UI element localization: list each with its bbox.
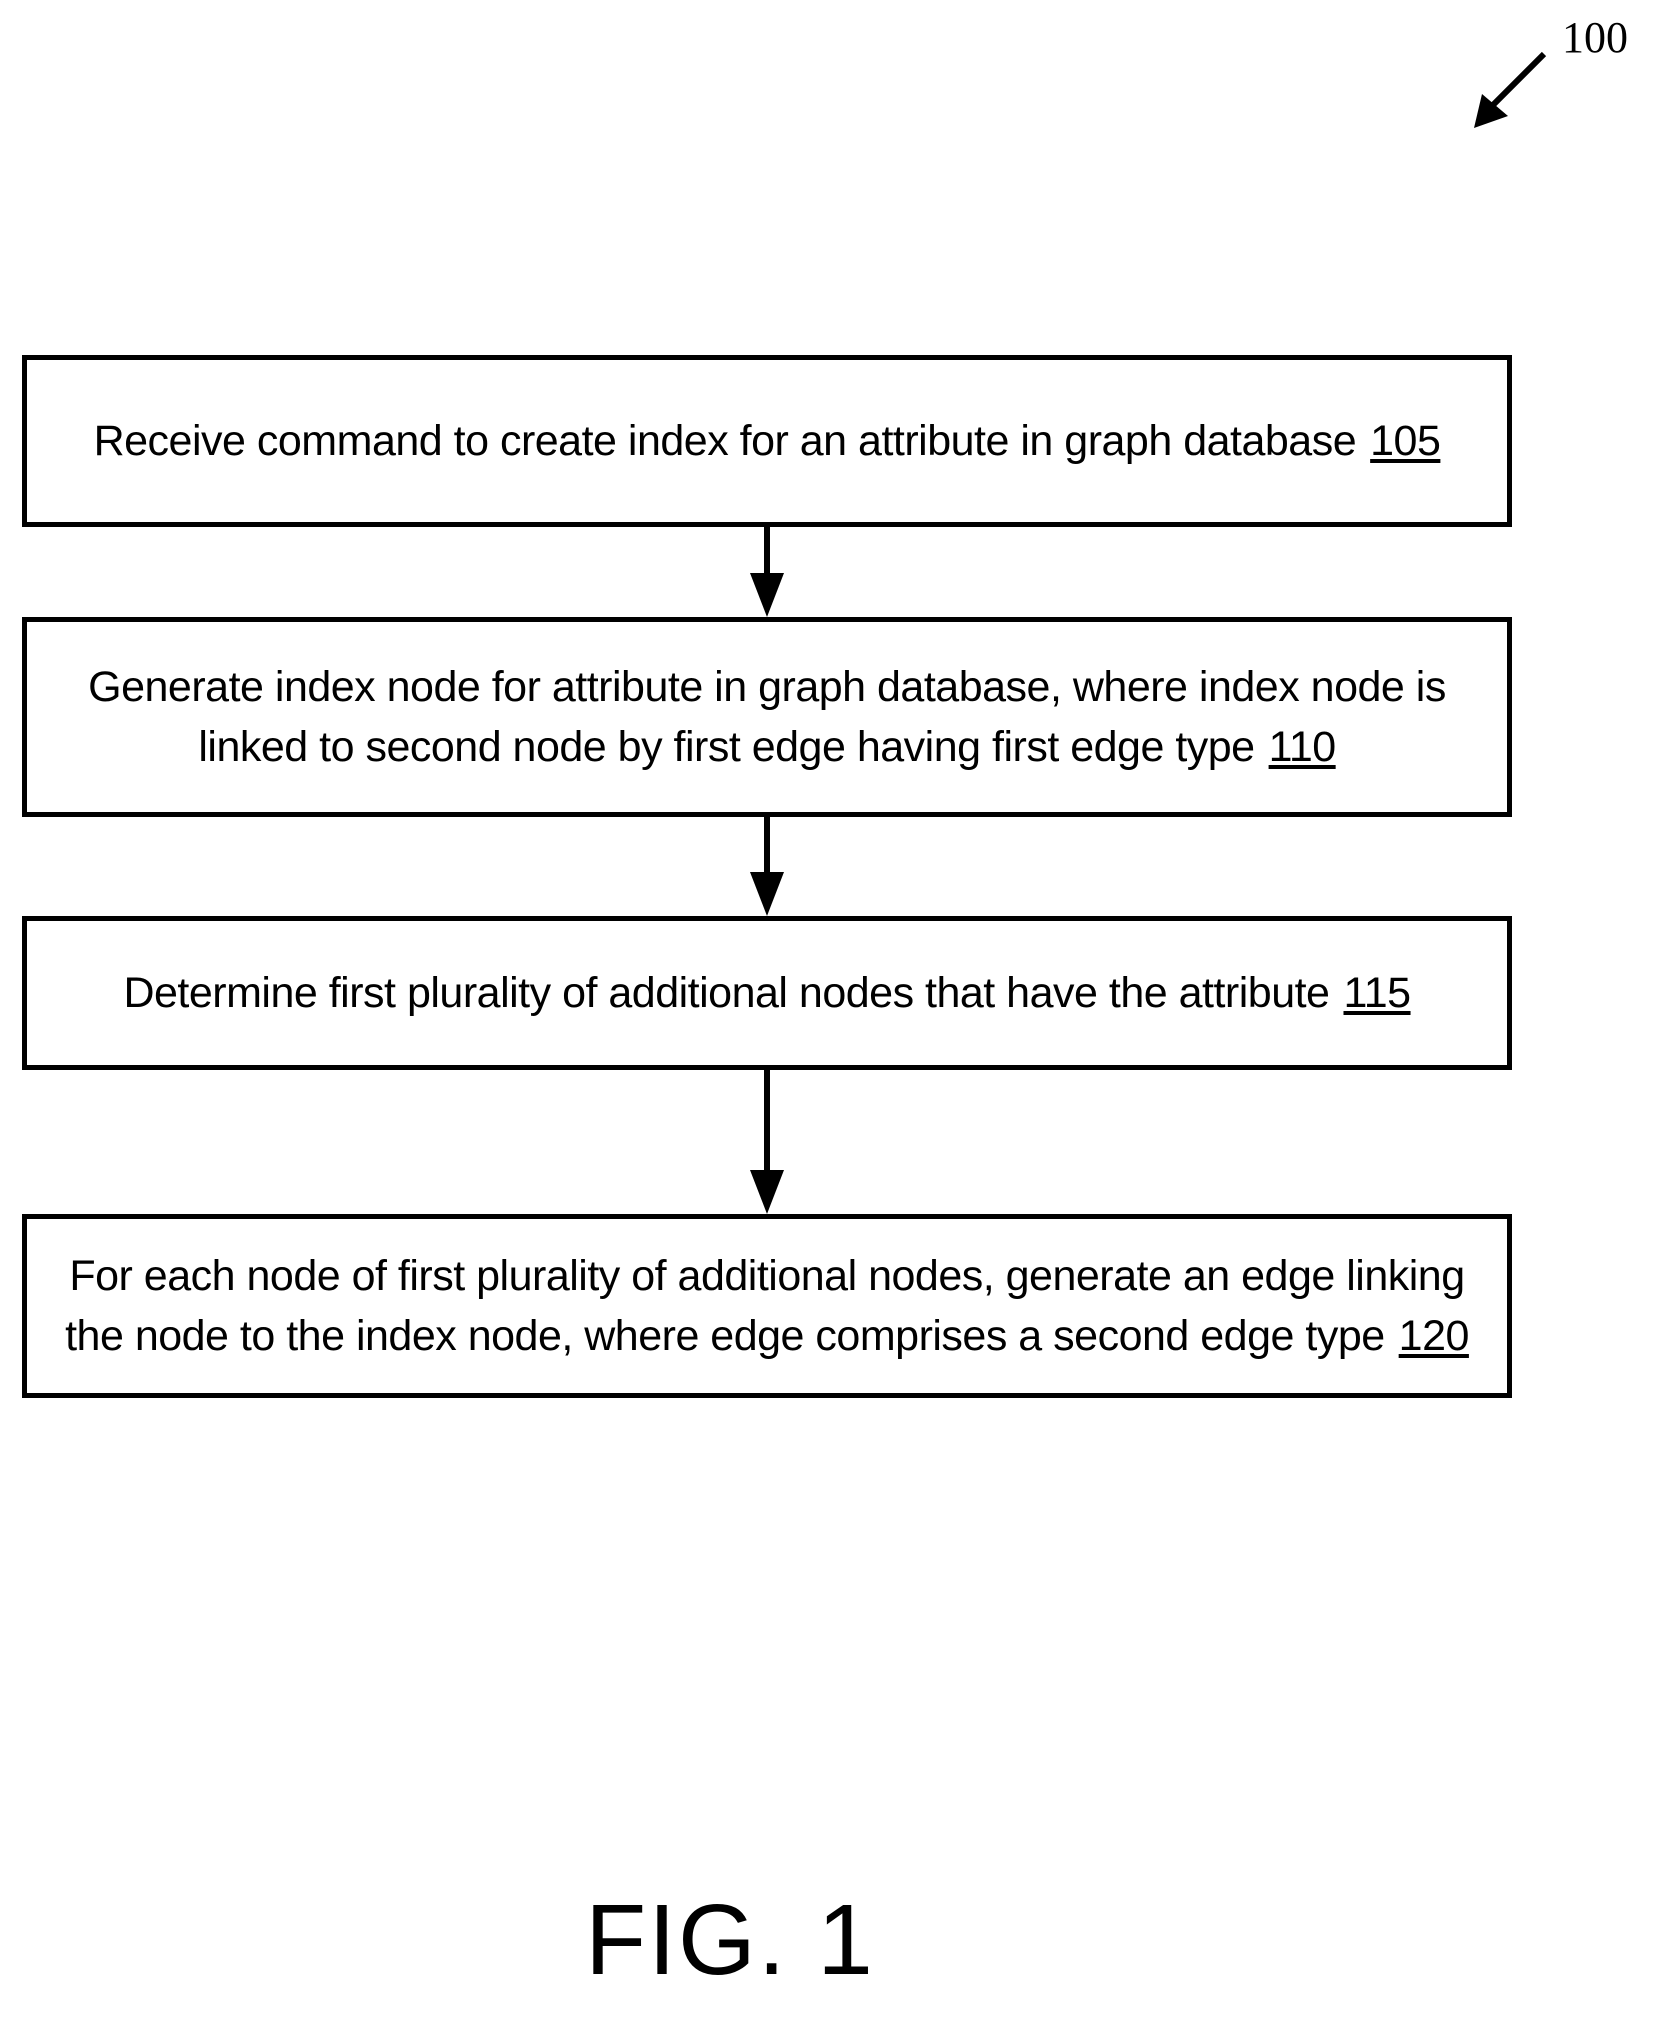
step-text-120: For each node of first plurality of addi… xyxy=(27,1246,1507,1366)
step-text-105: Receive command to create index for an a… xyxy=(78,411,1457,471)
step-text-110: Generate index node for attribute in gra… xyxy=(27,657,1507,777)
step-ref-105: 105 xyxy=(1370,417,1440,465)
reference-pointer-arrow xyxy=(1460,48,1570,138)
step-box-120: For each node of first plurality of addi… xyxy=(22,1214,1512,1398)
step-label-105: Receive command to create index for an a… xyxy=(94,417,1357,465)
step-text-115: Determine first plurality of additional … xyxy=(107,963,1426,1023)
figure-caption: FIG. 1 xyxy=(0,1880,1460,2000)
step-ref-115: 115 xyxy=(1343,969,1410,1017)
step-label-110: Generate index node for attribute in gra… xyxy=(88,663,1446,771)
step-label-115: Determine first plurality of additional … xyxy=(123,969,1329,1017)
step-ref-110: 110 xyxy=(1269,723,1336,771)
step-box-115: Determine first plurality of additional … xyxy=(22,916,1512,1070)
arrow-105-to-110 xyxy=(750,527,784,617)
figure-reference-number: 100 xyxy=(1562,8,1628,68)
step-ref-120: 120 xyxy=(1399,1312,1469,1360)
step-box-105: Receive command to create index for an a… xyxy=(22,355,1512,527)
step-label-120: For each node of first plurality of addi… xyxy=(65,1252,1465,1360)
arrow-110-to-115 xyxy=(750,817,784,916)
step-box-110: Generate index node for attribute in gra… xyxy=(22,617,1512,817)
arrow-115-to-120 xyxy=(750,1070,784,1214)
